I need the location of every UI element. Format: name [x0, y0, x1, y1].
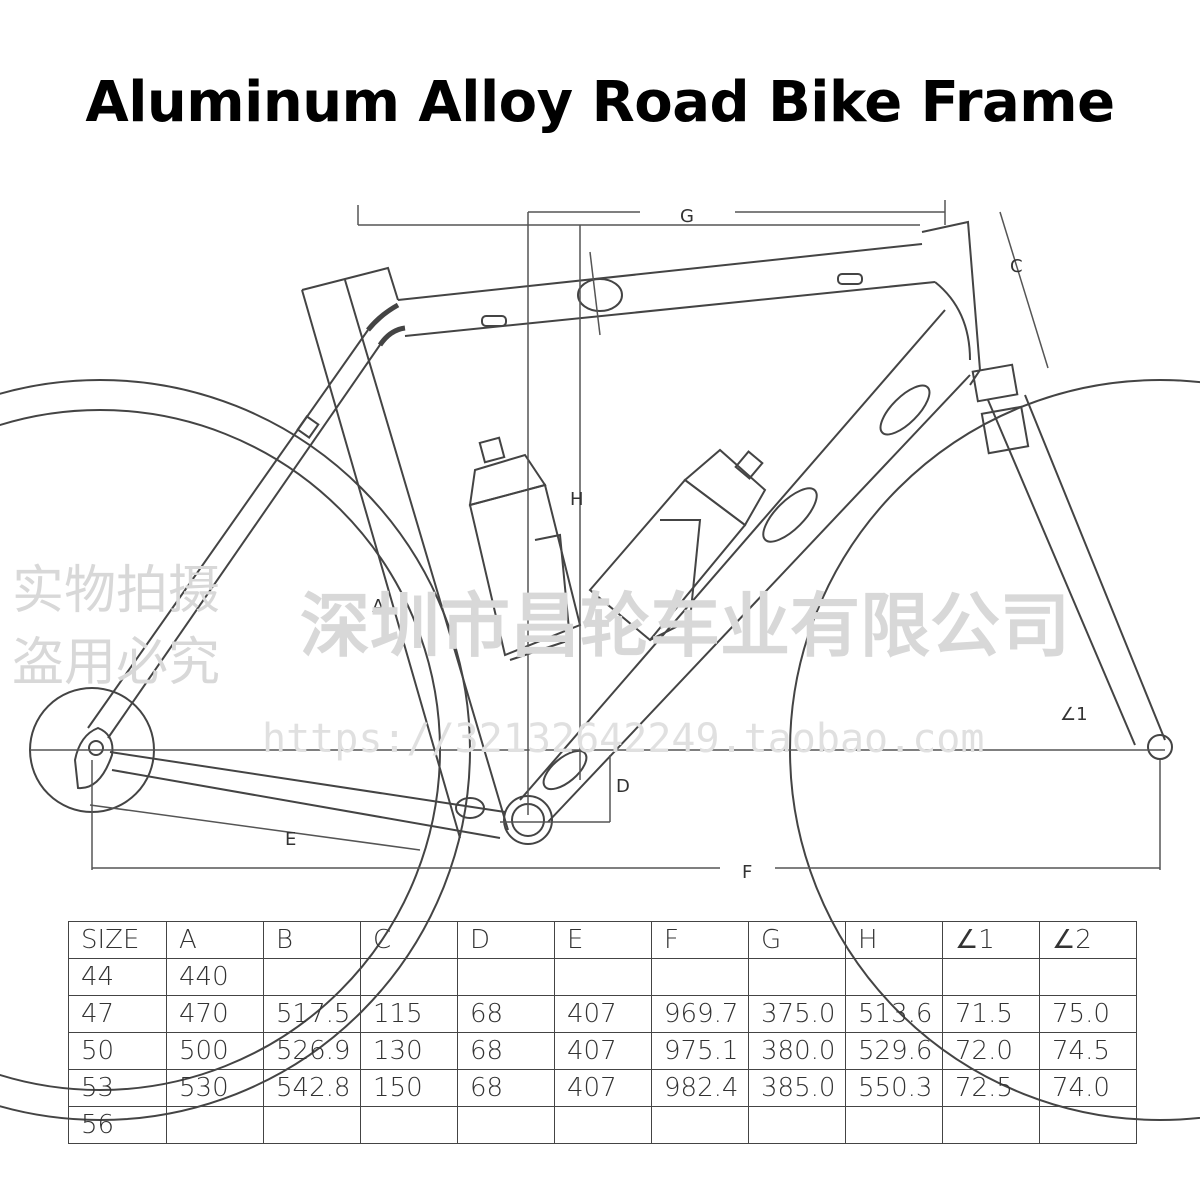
table-header-cell: G	[748, 921, 846, 959]
table-cell: 526.9	[263, 1032, 361, 1070]
table-cell: 969.7	[651, 995, 749, 1033]
table-cell: 56	[68, 1106, 167, 1144]
table-cell	[360, 1106, 458, 1144]
table-cell	[263, 958, 361, 996]
table-cell: 530	[166, 1069, 264, 1107]
table-cell: 517.5	[263, 995, 361, 1033]
table-header-cell: E	[554, 921, 652, 959]
table-cell: 975.1	[651, 1032, 749, 1070]
dim-label-g: G	[680, 206, 694, 227]
table-cell: 150	[360, 1069, 458, 1107]
table-cell	[942, 958, 1040, 996]
table-cell: 68	[457, 1032, 555, 1070]
dim-label-d: D	[616, 776, 630, 797]
table-cell: 407	[554, 995, 652, 1033]
table-cell	[554, 1106, 652, 1144]
dim-label-e: E	[285, 829, 296, 850]
top-tube	[397, 243, 936, 337]
table-cell: 68	[457, 1069, 555, 1107]
table-cell	[748, 1106, 846, 1144]
table-cell: 380.0	[748, 1032, 846, 1070]
table-cell: 513.6	[845, 995, 943, 1033]
table-cell	[457, 958, 555, 996]
dim-label-f: F	[742, 862, 752, 883]
dim-label-c: C	[1010, 256, 1023, 277]
rear-dropout	[73, 726, 114, 790]
watermark-left-line2: 盗用必究	[12, 633, 220, 693]
table-cell: 50	[68, 1032, 167, 1070]
table-cell	[845, 1106, 943, 1144]
table-cell: 500	[166, 1032, 264, 1070]
table-cell	[263, 1106, 361, 1144]
table-header-cell: ∠2	[1039, 921, 1137, 959]
table-cell	[1039, 1106, 1137, 1144]
table-cell	[651, 958, 749, 996]
dim-label-a: A	[372, 596, 385, 617]
table-cell	[166, 1106, 264, 1144]
table-cell: 130	[360, 1032, 458, 1070]
table-cell: 72.5	[942, 1069, 1040, 1107]
table-cell	[651, 1106, 749, 1144]
table-cell: 74.5	[1039, 1032, 1137, 1070]
table-cell	[942, 1106, 1040, 1144]
table-row: 56	[68, 1106, 1137, 1144]
table-cell	[360, 958, 458, 996]
dim-label-h: H	[570, 489, 584, 510]
table-cell	[845, 958, 943, 996]
table-header-cell: D	[457, 921, 555, 959]
table-header-cell: F	[651, 921, 749, 959]
down-tube	[519, 309, 971, 823]
table-cell	[554, 958, 652, 996]
head-tube	[921, 220, 1030, 455]
table-cell: 385.0	[748, 1069, 846, 1107]
page-title: Aluminum Alloy Road Bike Frame	[85, 70, 1115, 135]
table-cell: 440	[166, 958, 264, 996]
table-cell: 72.0	[942, 1032, 1040, 1070]
table-cell: 407	[554, 1032, 652, 1070]
dim-label-l1: ∠1	[1060, 704, 1088, 725]
table-cell: 74.0	[1039, 1069, 1137, 1107]
table-header-cell: A	[166, 921, 264, 959]
table-header-cell: ∠1	[942, 921, 1040, 959]
table-cell: 407	[554, 1069, 652, 1107]
watermark-url: https://32132642249.taobao.com	[262, 716, 984, 762]
down-tube-bottle	[588, 448, 767, 642]
watermark-company: 深圳市昌轮车业有限公司	[300, 585, 1070, 667]
table-cell	[457, 1106, 555, 1144]
table-cell: 375.0	[748, 995, 846, 1033]
table-cell: 542.8	[263, 1069, 361, 1107]
seat-stay	[87, 302, 406, 739]
table-cell: 470	[166, 995, 264, 1033]
seat-tube	[301, 266, 509, 839]
chain-stay	[109, 751, 506, 839]
table-cell: 75.0	[1039, 995, 1137, 1033]
table-header-cell: H	[845, 921, 943, 959]
table-cell: 47	[68, 995, 167, 1033]
fork	[987, 394, 1173, 760]
table-cell: 550.3	[845, 1069, 943, 1107]
table-header-cell: C	[360, 921, 458, 959]
table-header-cell: B	[263, 921, 361, 959]
table-cell: 44	[68, 958, 167, 996]
table-cell: 115	[360, 995, 458, 1033]
table-cell: 68	[457, 995, 555, 1033]
table-cell: 71.5	[942, 995, 1040, 1033]
table-cell	[748, 958, 846, 996]
watermark-left-line1: 实物拍摄	[12, 561, 220, 621]
table-cell: 982.4	[651, 1069, 749, 1107]
table-cell: 53	[68, 1069, 167, 1107]
table-cell: 529.6	[845, 1032, 943, 1070]
table-cell	[1039, 958, 1137, 996]
table-header-cell: SIZE	[68, 921, 167, 959]
